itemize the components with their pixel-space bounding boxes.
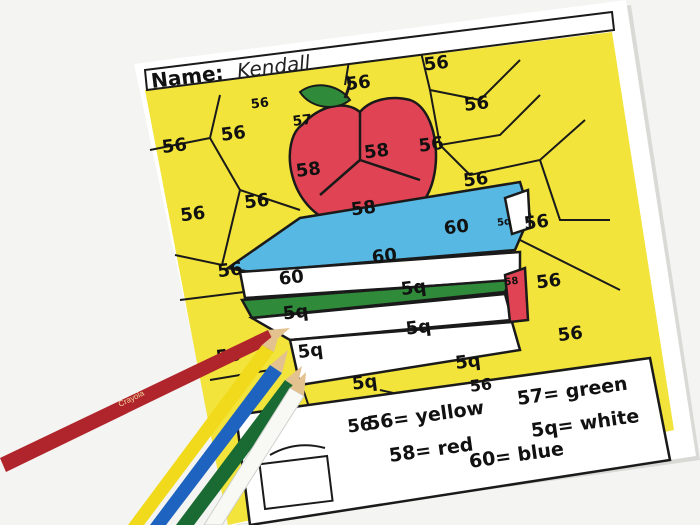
num-56: 56	[557, 322, 584, 346]
red-spine	[503, 266, 530, 324]
num-56: 56	[469, 374, 493, 396]
num-5q: 5q	[282, 301, 310, 325]
pencil-bin-icon	[258, 444, 334, 511]
stack-of-books	[224, 180, 532, 387]
num-56: 56	[346, 414, 373, 438]
num-56: 56	[463, 92, 490, 116]
num-58: 58	[504, 276, 519, 289]
apple	[288, 74, 438, 229]
middle-book-green-spine	[239, 278, 512, 320]
white-pencil	[203, 372, 306, 525]
num-5q: 5q	[454, 350, 482, 374]
num-5q: 5q	[404, 316, 432, 340]
num-5q: 5q	[297, 339, 325, 363]
num-56: 56	[216, 258, 243, 282]
num-56: 56	[423, 52, 450, 76]
num-57: 57	[292, 112, 313, 130]
num-56: 56	[523, 211, 550, 235]
num-60: 60	[278, 266, 305, 290]
num-56: 56	[161, 134, 188, 158]
colored-pencils: Crayola	[0, 328, 306, 525]
num-5q: 5q	[351, 371, 379, 395]
yellow-pencil	[128, 330, 280, 525]
num-56: 56	[250, 95, 270, 112]
num-56: 56	[535, 270, 562, 294]
num-58: 58	[295, 158, 322, 182]
small-white-tab	[503, 188, 532, 236]
num-56: 56	[243, 190, 270, 214]
blue-pencil	[150, 350, 288, 525]
region-numbers: 56 56 56 56 56 56 56 56 56 56 56 56 56 5…	[161, 52, 584, 438]
apple-leaf	[298, 84, 352, 108]
num-58: 58	[363, 140, 390, 164]
num-58: 58	[350, 197, 377, 221]
num-60: 60	[371, 244, 398, 268]
num-56: 56	[462, 168, 489, 192]
num-5q: 5q	[400, 276, 428, 300]
num-56: 56	[179, 202, 206, 226]
num-56: 56	[344, 71, 371, 95]
num-60: 60	[443, 215, 470, 239]
num-5q: 5q	[497, 216, 512, 229]
num-56: 56	[220, 122, 247, 146]
num-56: 56	[417, 133, 444, 157]
bottom-book-pages	[288, 320, 522, 387]
